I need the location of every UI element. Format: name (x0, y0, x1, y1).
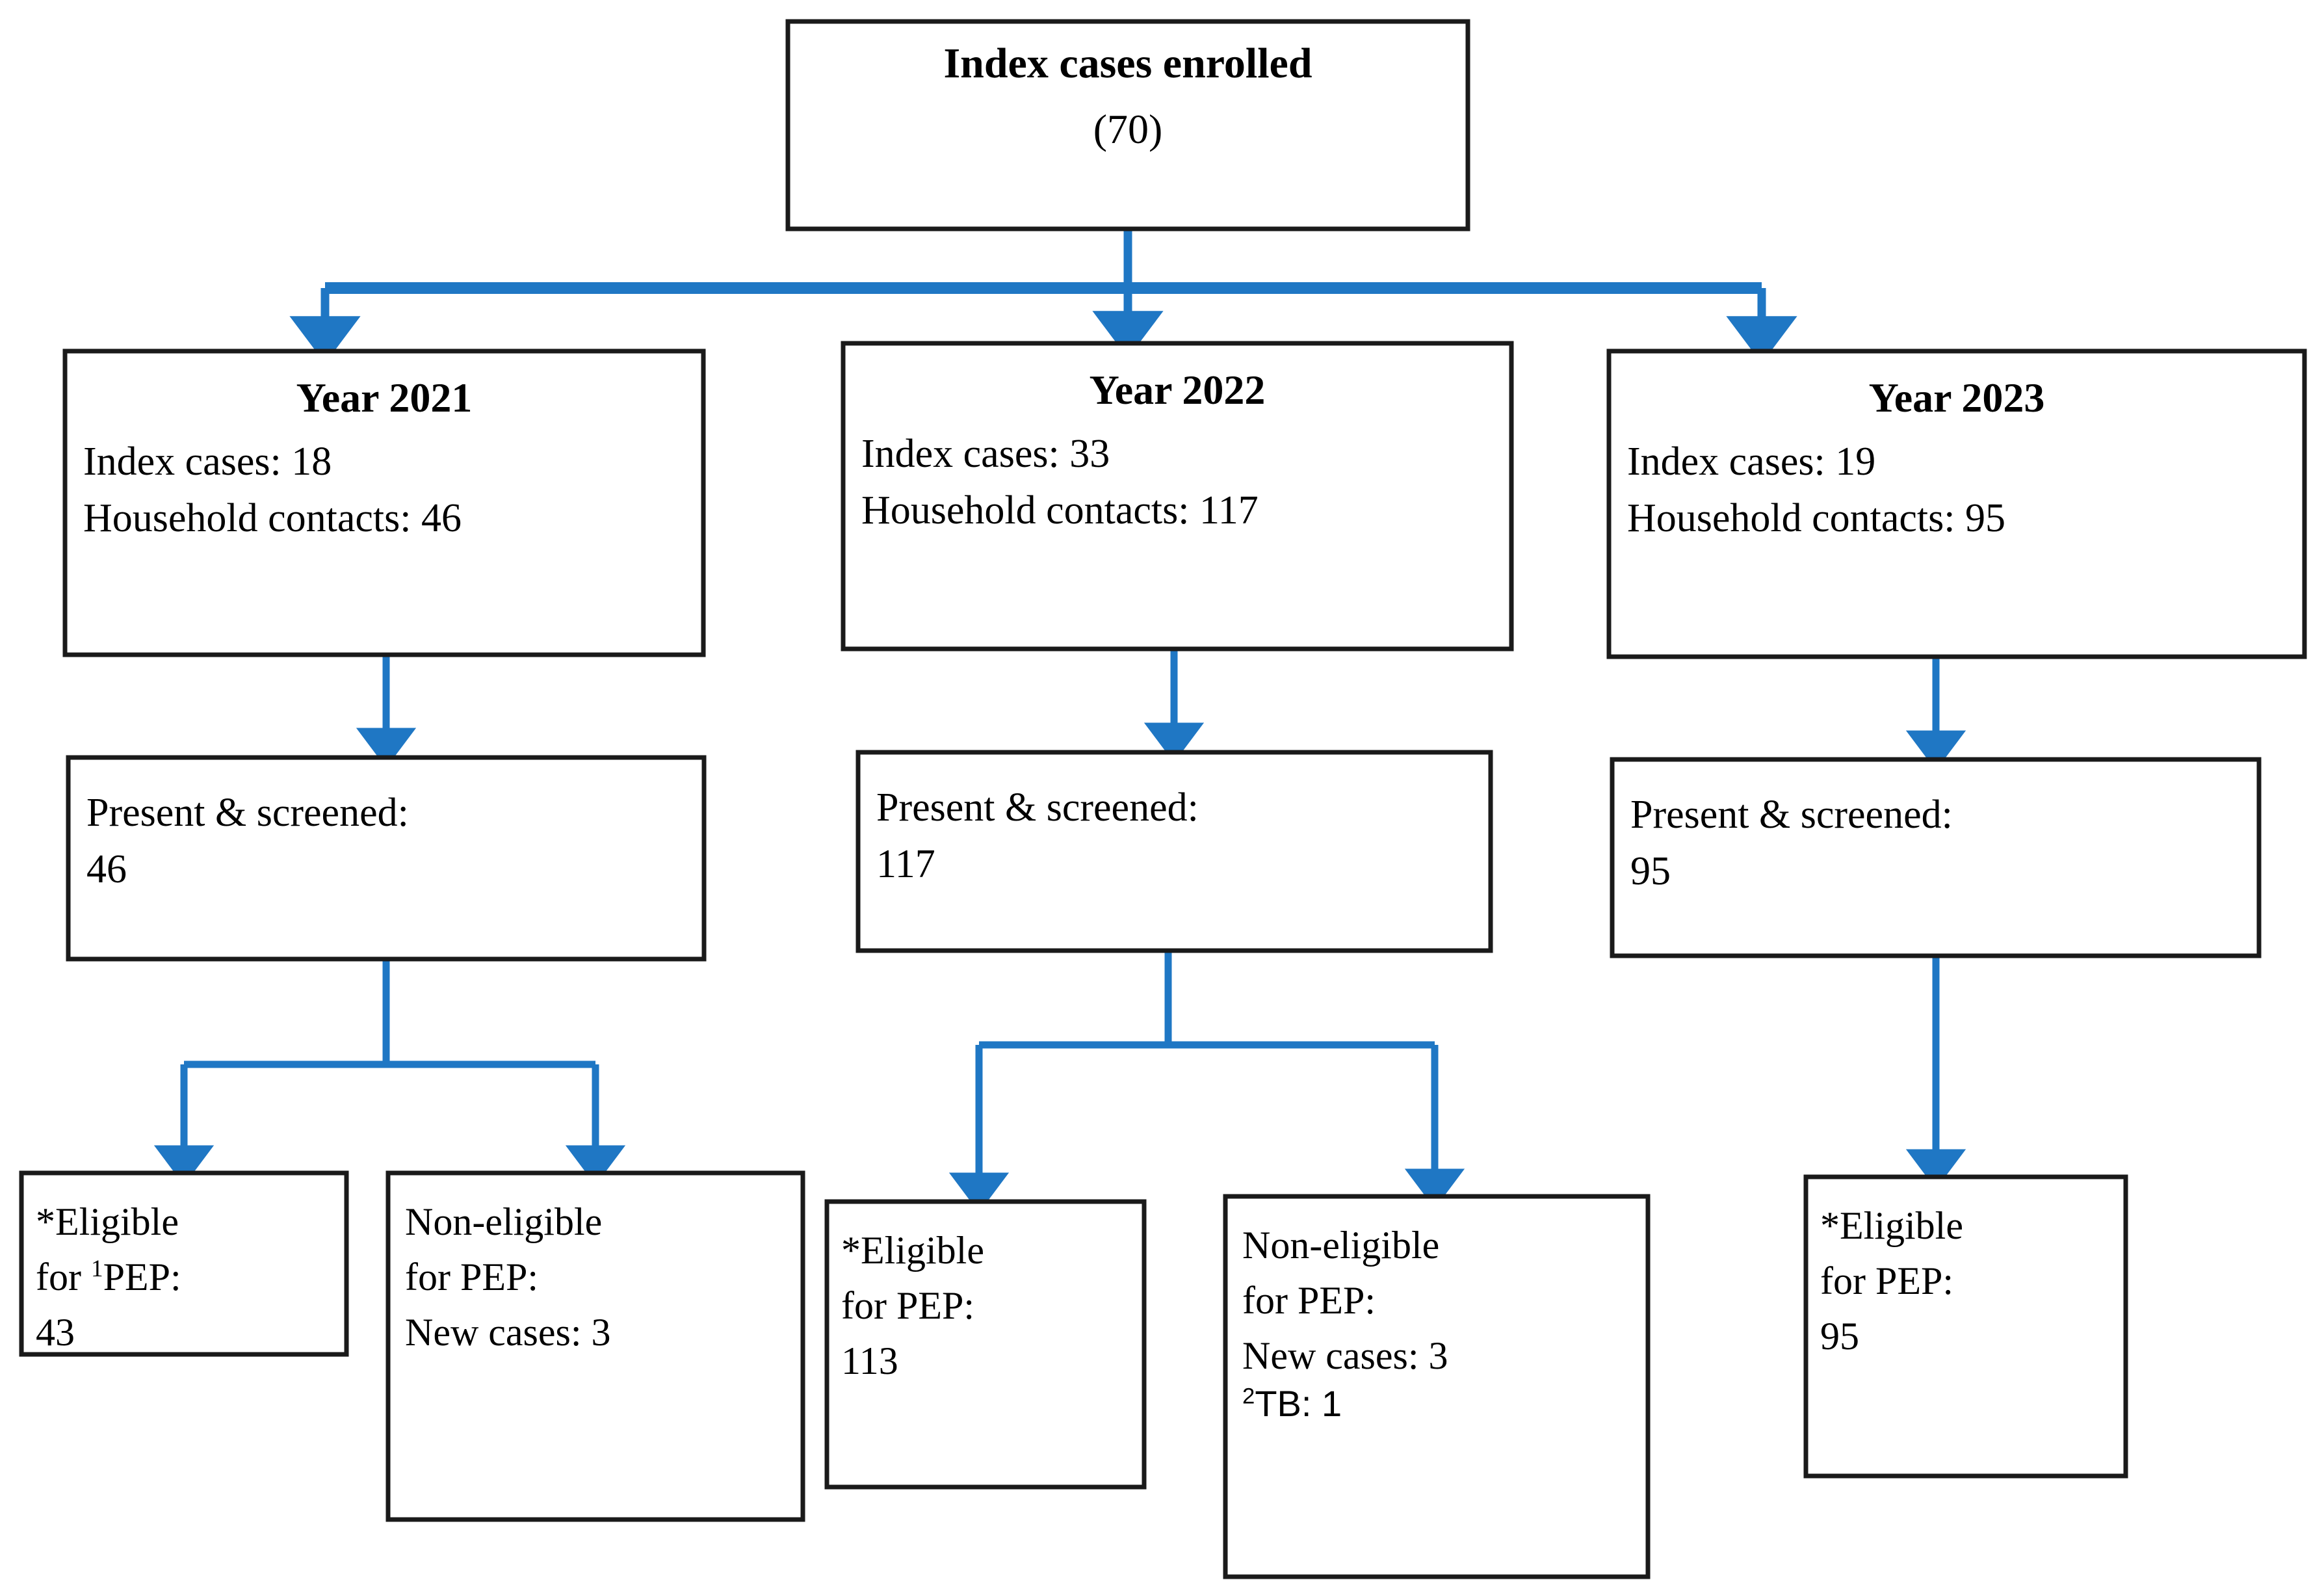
noneligible-2022-node: Non-eligible for PEP: New cases: 3 2TB: … (1225, 1223, 1648, 1425)
year-2021-node: Year 2021 Index cases: 18 Household cont… (65, 374, 703, 542)
year-2021-title: Year 2021 (296, 375, 473, 421)
noneligible-2021-line2: for PEP: (405, 1256, 539, 1298)
screened-2023-value: 95 (1630, 849, 1671, 893)
screened-2021-label: Present & screened: (86, 791, 409, 835)
screened-2023-label: Present & screened: (1630, 793, 1953, 837)
eligible-2022-line1: *Eligible (841, 1229, 984, 1272)
noneligible-2021-new-cases: New cases: 3 (405, 1311, 611, 1354)
noneligible-2021-node: Non-eligible for PEP: New cases: 3 (388, 1200, 803, 1355)
noneligible-2022-line2: for PEP: (1242, 1279, 1376, 1322)
eligible-2023-node: *Eligible for PEP: 95 (1806, 1204, 2126, 1359)
box-eligible-2022 (824, 1199, 1147, 1490)
eligible-2022-node: *Eligible for PEP: 113 (827, 1228, 1144, 1384)
noneligible-2022-line1: Non-eligible (1242, 1224, 1440, 1267)
box-screened-2021 (66, 755, 707, 962)
year-2021-household-contacts: Household contacts: 46 (83, 496, 462, 540)
eligible-2022-value: 113 (841, 1339, 898, 1382)
eligible-2023-line2: for PEP: (1820, 1259, 1954, 1302)
eligible-2023-line1: *Eligible (1820, 1204, 1963, 1247)
box-eligible-2023 (1803, 1174, 2128, 1479)
eligible-2021-line1: *Eligible (36, 1200, 179, 1243)
box-noneligible-2021 (385, 1170, 805, 1522)
box-root (785, 19, 1470, 231)
year-2023-title: Year 2023 (1868, 375, 2045, 421)
box-screened-2022 (855, 750, 1493, 953)
eligible-2021-line2: for 1PEP: (36, 1255, 332, 1300)
year-2023-index-cases: Index cases: 19 (1627, 440, 1876, 484)
root-title: Index cases enrolled (943, 40, 1312, 87)
year-2022-title: Year 2022 (1089, 367, 1266, 413)
noneligible-2022-tb: 2TB: 1 (1242, 1382, 1631, 1425)
box-year-2021 (62, 349, 706, 657)
root-node: Index cases enrolled (70) (788, 39, 1468, 153)
screened-2021-value: 46 (86, 847, 127, 891)
noneligible-2022-tb-label: TB: 1 (1255, 1383, 1342, 1424)
year-2023-household-contacts: Household contacts: 95 (1627, 496, 2006, 540)
screened-2022-label: Present & screened: (876, 785, 1199, 830)
eligible-2021-value: 43 (36, 1311, 75, 1354)
eligible-2021-node: *Eligible for 1PEP: 43 (21, 1200, 346, 1355)
year-2022-household-contacts: Household contacts: 117 (861, 488, 1259, 533)
box-screened-2023 (1610, 757, 2262, 958)
screened-2021-node: Present & screened: 46 (68, 790, 704, 893)
noneligible-2022-new-cases: New cases: 3 (1242, 1334, 1448, 1377)
box-eligible-2021 (19, 1170, 349, 1357)
box-year-2022 (841, 341, 1514, 652)
screened-2022-node: Present & screened: 117 (858, 785, 1491, 888)
noneligible-2022-footnote-marker: 2 (1242, 1384, 1255, 1409)
eligible-2021-footnote-marker: 1 (90, 1256, 103, 1282)
noneligible-2021-line1: Non-eligible (405, 1200, 603, 1243)
root-count: (70) (1093, 106, 1163, 152)
screened-2023-node: Present & screened: 95 (1612, 792, 2259, 895)
year-2022-node: Year 2022 Index cases: 33 Household cont… (843, 366, 1511, 534)
eligible-2021-line2-pre: for (36, 1256, 91, 1298)
eligible-2021-line2-post: PEP: (103, 1256, 181, 1298)
eligible-2023-value: 95 (1820, 1315, 1859, 1358)
eligible-2022-line2: for PEP: (841, 1284, 975, 1327)
year-2023-node: Year 2023 Index cases: 19 Household cont… (1609, 374, 2304, 542)
screened-2022-value: 117 (876, 842, 935, 886)
box-year-2023 (1606, 349, 2307, 659)
year-2021-index-cases: Index cases: 18 (83, 440, 332, 484)
year-2022-index-cases: Index cases: 33 (861, 432, 1110, 476)
box-noneligible-2022 (1223, 1194, 1651, 1579)
